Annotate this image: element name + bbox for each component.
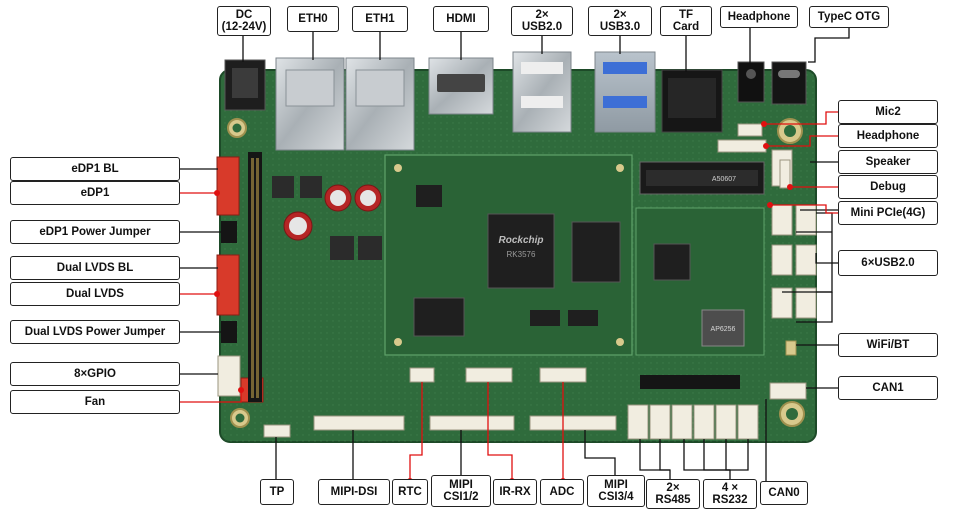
wifi-module (701, 309, 745, 347)
memory-chip (571, 221, 621, 283)
edp1-connector (216, 156, 240, 216)
mipi-csi12-label: MIPI CSI1/2 (431, 475, 491, 507)
edp1-bl-label: eDP1 BL (10, 157, 180, 181)
dual-lvds-bl-label: Dual LVDS BL (10, 256, 180, 280)
eth0-label: ETH0 (287, 6, 339, 32)
mini-pcie-label: Mini PCIe(4G) (838, 201, 938, 225)
gpio-connector (217, 355, 241, 397)
emmc-chip (413, 297, 465, 337)
pmic-chip (416, 185, 442, 207)
hdmi-label: HDMI (433, 6, 489, 32)
headphone-right-label: Headphone (838, 124, 938, 148)
typec-otg-label: TypeC OTG (809, 6, 889, 28)
mipi-csi12-connector (429, 415, 515, 431)
usb20-top-label: 2× USB2.0 (511, 6, 573, 36)
dc-label: DC (12-24V) (217, 6, 271, 36)
can0-label: CAN0 (760, 481, 808, 505)
soc-brand-text: Rockchip (498, 235, 543, 246)
edp1-power-jumper (221, 221, 237, 243)
soc-model-text: RK3576 (507, 250, 536, 259)
debug-label: Debug (838, 175, 938, 199)
mipi-dsi-label: MIPI-DSI (318, 479, 390, 505)
can1-label: CAN1 (838, 376, 938, 400)
adc-label: ADC (540, 479, 584, 505)
typec-otg-port (771, 61, 807, 105)
edp1-power-jumper-label: eDP1 Power Jumper (10, 220, 180, 244)
callout-lines-black (180, 28, 850, 481)
dual-lvds-label: Dual LVDS (10, 282, 180, 306)
rtc-connector (409, 367, 435, 383)
gpio-label: 8×GPIO (10, 362, 180, 386)
headphone-top-label: Headphone (720, 6, 798, 28)
usb20-right-label: 6×USB2.0 (838, 250, 938, 276)
headphone-jack (737, 61, 765, 103)
mounting-holes (227, 118, 805, 428)
minipcie-silk-text: A50607 (712, 176, 736, 183)
right-white-connectors (717, 123, 817, 400)
usb30-label: 2× USB3.0 (588, 6, 652, 36)
edp1-label: eDP1 (10, 181, 180, 205)
mipi-csi34-connector (529, 415, 617, 431)
speaker-label: Speaker (838, 150, 938, 174)
wifi-bt-label: WiFi/BT (838, 333, 938, 357)
tp-connector (263, 424, 291, 438)
eth1-label: ETH1 (352, 6, 408, 32)
mipi-csi34-label: MIPI CSI3/4 (587, 475, 645, 507)
dual-lvds-power-jumper-label: Dual LVDS Power Jumper (10, 320, 180, 344)
soc-chip (487, 213, 555, 289)
ir-rx-label: IR-RX (493, 479, 537, 505)
adc-connector (539, 367, 587, 383)
rs485-label: 2× RS485 (646, 479, 700, 509)
lvds-power-jumper (221, 321, 237, 343)
wifi-chip-text: AP6256 (711, 326, 736, 333)
callout-lines-red (180, 111, 838, 481)
tp-label: TP (260, 479, 294, 505)
lvds-header (248, 152, 262, 402)
rtc-label: RTC (392, 479, 428, 505)
fan-label: Fan (10, 390, 180, 414)
mic2-label: Mic2 (838, 100, 938, 124)
lvds-bl-connector (216, 254, 240, 316)
tf-card-label: TF Card (660, 6, 712, 36)
rs232-label: 4 × RS232 (703, 479, 757, 509)
ir-rx-connector (465, 367, 513, 383)
mipi-dsi-connector (313, 415, 405, 431)
